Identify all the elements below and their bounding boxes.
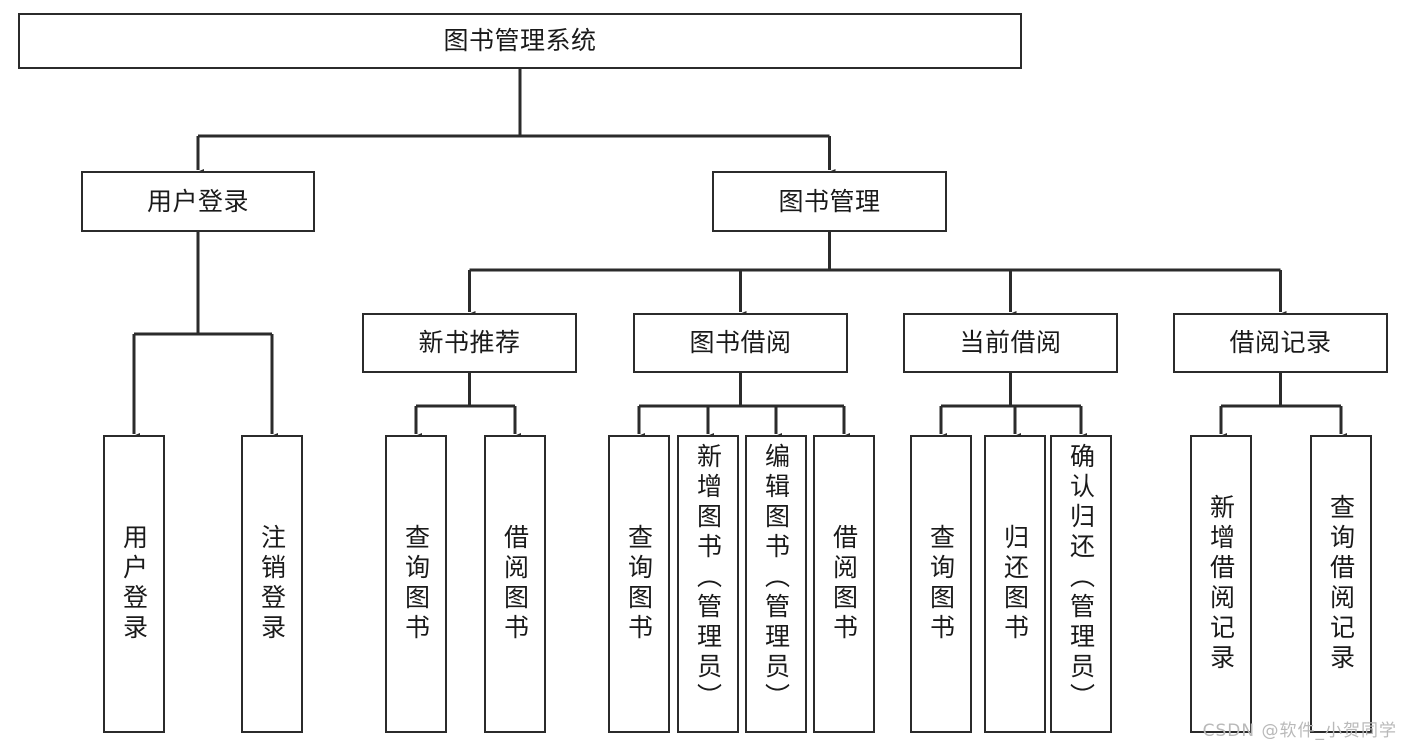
node-label-root: 图书管理系统 [443,26,597,56]
node-label-leaf-add-rec: 新增借阅记录 [1206,494,1236,674]
node-leaf-query-rec[interactable]: 查询借阅记录 [1310,435,1372,733]
node-label-leaf-add-book: 新增图书（管理员） [693,443,723,713]
node-leaf-logout[interactable]: 注销登录 [241,435,303,733]
node-book-borrow[interactable]: 图书借阅 [633,313,848,373]
node-current-borrow[interactable]: 当前借阅 [903,313,1118,373]
node-book-manage[interactable]: 图书管理 [712,171,947,232]
node-label-leaf-borrow-2: 借阅图书 [829,524,859,644]
node-label-leaf-return: 归还图书 [1000,524,1030,644]
node-label-leaf-query-1: 查询图书 [401,524,431,644]
node-label-leaf-query-rec: 查询借阅记录 [1326,494,1356,674]
node-leaf-edit-book[interactable]: 编辑图书（管理员） [745,435,807,733]
node-label-book-manage: 图书管理 [778,186,881,216]
node-label-leaf-user-login: 用户登录 [119,524,149,644]
node-label-book-borrow: 图书借阅 [689,328,792,358]
node-user-login[interactable]: 用户登录 [81,171,315,232]
node-new-book-rec[interactable]: 新书推荐 [362,313,577,373]
node-label-leaf-query-2: 查询图书 [624,524,654,644]
node-leaf-query-3[interactable]: 查询图书 [910,435,972,733]
node-leaf-query-1[interactable]: 查询图书 [385,435,447,733]
watermark-text: CSDN @软件_小贺同学 [1202,721,1397,741]
node-label-leaf-borrow-1: 借阅图书 [500,524,530,644]
node-label-new-book-rec: 新书推荐 [418,328,521,358]
node-borrow-record[interactable]: 借阅记录 [1173,313,1388,373]
node-label-leaf-logout: 注销登录 [257,524,287,644]
node-root[interactable]: 图书管理系统 [18,13,1022,69]
node-leaf-add-book[interactable]: 新增图书（管理员） [677,435,739,733]
node-leaf-query-2[interactable]: 查询图书 [608,435,670,733]
node-leaf-user-login[interactable]: 用户登录 [103,435,165,733]
node-leaf-add-rec[interactable]: 新增借阅记录 [1190,435,1252,733]
node-label-leaf-confirm: 确认归还（管理员） [1066,443,1096,713]
node-leaf-borrow-2[interactable]: 借阅图书 [813,435,875,733]
node-label-user-login: 用户登录 [146,186,249,216]
node-label-current-borrow: 当前借阅 [959,328,1062,358]
node-leaf-confirm[interactable]: 确认归还（管理员） [1050,435,1112,733]
node-label-leaf-query-3: 查询图书 [926,524,956,644]
node-label-borrow-record: 借阅记录 [1229,328,1332,358]
node-leaf-borrow-1[interactable]: 借阅图书 [484,435,546,733]
node-label-leaf-edit-book: 编辑图书（管理员） [761,443,791,713]
node-leaf-return[interactable]: 归还图书 [984,435,1046,733]
